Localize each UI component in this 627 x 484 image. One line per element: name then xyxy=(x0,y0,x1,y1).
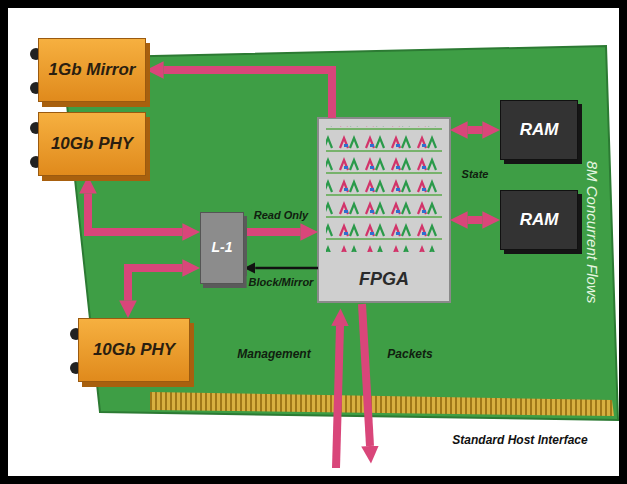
edge-label: State xyxy=(460,168,491,180)
management-arrow xyxy=(336,326,340,468)
node-text: L-1 xyxy=(212,240,233,255)
data-path-arrow xyxy=(88,194,182,232)
bus-label: Management xyxy=(237,347,310,361)
ram-chip: RAM xyxy=(500,190,578,250)
fpga-chip xyxy=(318,118,450,302)
edge-label: Read Only xyxy=(252,209,310,221)
ground xyxy=(8,8,619,476)
capacity-label: 8M Concurrent Flows xyxy=(584,161,601,304)
data-path-arrow xyxy=(128,268,182,300)
port-connector: 10Gb PHY xyxy=(78,318,190,382)
node-text: 1Gb Mirror xyxy=(49,61,136,80)
data-path-arrow xyxy=(164,70,332,118)
fpga-chip-label: FPGA xyxy=(318,118,450,302)
edge-connector xyxy=(150,392,614,416)
node-text: 10Gb PHY xyxy=(51,135,133,154)
node-text: 10Gb PHY xyxy=(93,341,175,360)
port-connector: 10Gb PHY xyxy=(38,112,146,176)
node-text: RAM xyxy=(520,121,559,140)
bus-label: Packets xyxy=(387,347,432,361)
node-text: FPGA xyxy=(359,270,409,290)
node-text: RAM xyxy=(520,211,559,230)
packets-arrow xyxy=(362,304,370,446)
port-connector: 1Gb Mirror xyxy=(38,38,146,102)
ram-chip: RAM xyxy=(500,100,578,160)
interface-label: Standard Host Interface xyxy=(452,433,587,447)
data-path-arrow xyxy=(255,267,318,270)
data-path-arrow xyxy=(468,216,483,224)
data-path-arrow xyxy=(244,228,300,236)
fpga-logic xyxy=(326,126,442,252)
l1-switch-chip: L-1 xyxy=(200,212,244,284)
data-path-arrow xyxy=(468,126,483,134)
edge-label: Block/Mirror xyxy=(247,276,316,288)
